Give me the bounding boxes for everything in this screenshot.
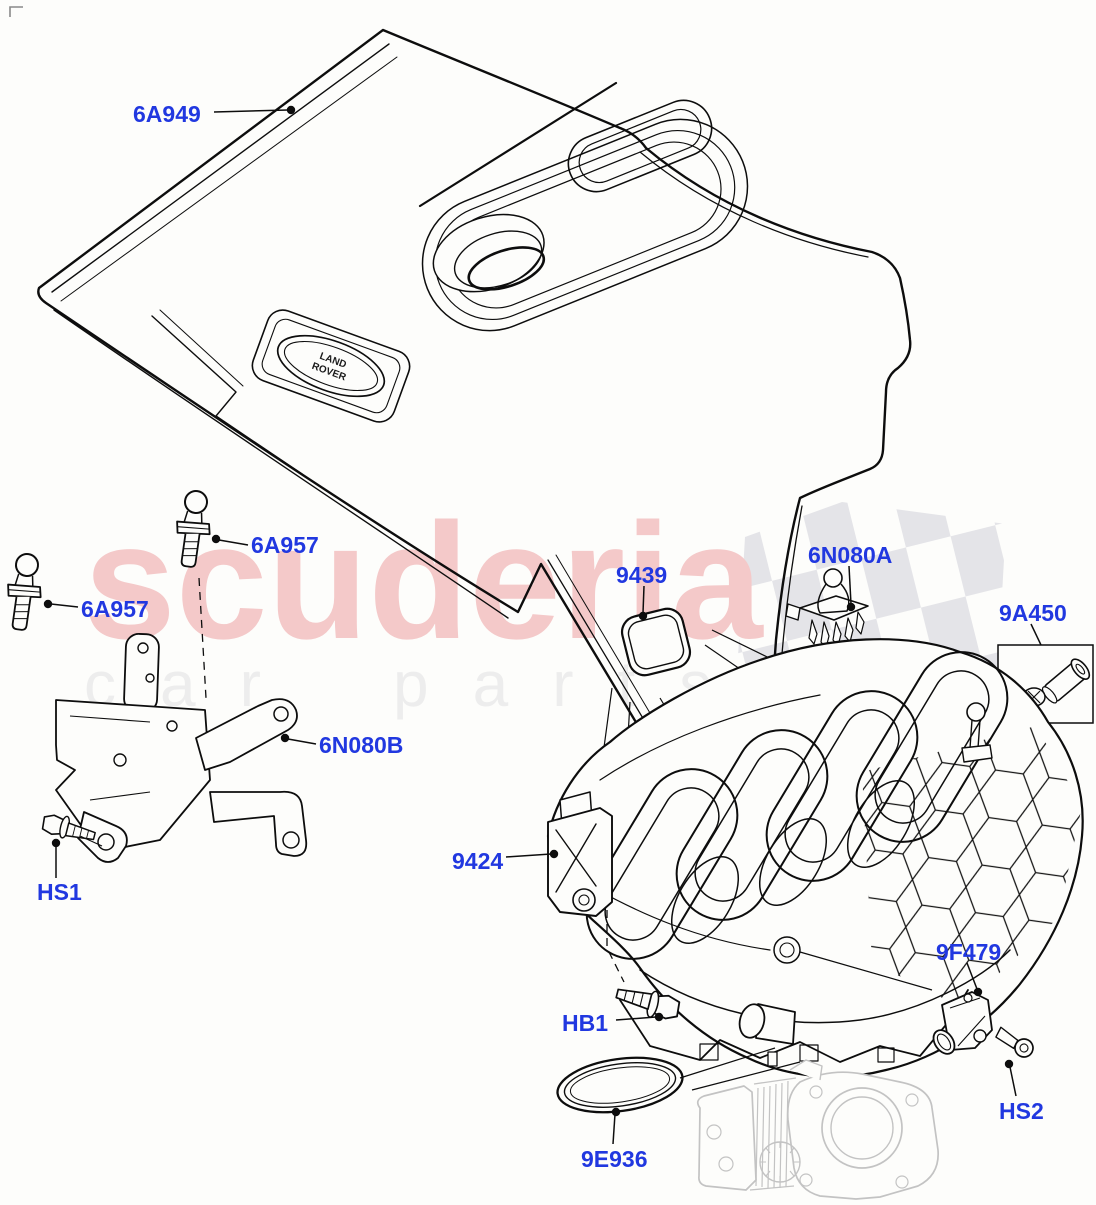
callout-6a957-left (43, 599, 79, 609)
callout-6a957-upper (211, 534, 249, 546)
callout-6n080b (280, 733, 317, 745)
intake-manifold-drawing (546, 638, 1084, 1078)
part-label-6a949[interactable]: 6A949 (133, 101, 201, 127)
callout-leaders (43, 105, 1042, 1145)
callout-9e936 (611, 1107, 621, 1145)
part-label-6a957-left[interactable]: 6A957 (81, 596, 149, 622)
throttle-body-ghost (696, 1059, 939, 1200)
engine-cover-drawing: LAND ROVER (37, 28, 912, 880)
callout-9f479 (966, 962, 983, 997)
callout-hs2 (1004, 1059, 1017, 1097)
callout-6n080a (846, 565, 856, 612)
callout-6a949 (213, 105, 296, 115)
hs2-screw-drawing (995, 1026, 1034, 1058)
part-label-9a450[interactable]: 9A450 (999, 600, 1067, 626)
hb1-dashed-line (606, 910, 625, 983)
part-label-6n080a[interactable]: 6N080A (808, 542, 893, 568)
callout-hb1 (615, 1012, 664, 1022)
land-rover-badge: LAND ROVER (251, 309, 411, 423)
part-label-9e936[interactable]: 9E936 (581, 1146, 648, 1172)
part-label-6a957-upper[interactable]: 6A957 (251, 532, 319, 558)
callout-9424 (505, 849, 559, 859)
part-label-hs2[interactable]: HS2 (999, 1098, 1044, 1124)
part-label-6n080b[interactable]: 6N080B (319, 732, 404, 758)
ball-stud-upper-drawing (176, 490, 211, 568)
stud-alignment-dashed-line (198, 577, 207, 699)
hs1-guide-line (79, 835, 103, 847)
callout-9439 (638, 585, 648, 621)
hb1-bolt-drawing (615, 988, 681, 1020)
oring-drawing (556, 1056, 684, 1114)
mounting-bracket-drawing (55, 633, 308, 863)
gasket-drawing (620, 607, 692, 677)
cover-bore-hole (432, 213, 546, 293)
callout-9a450 (1030, 623, 1042, 646)
oring-pointer-lines (679, 1047, 801, 1091)
part-label-9f479[interactable]: 9F479 (936, 939, 1002, 965)
part-label-hs1[interactable]: HS1 (37, 879, 82, 905)
ball-stud-left-drawing (7, 553, 42, 631)
sensor-pointer-line (799, 951, 933, 991)
map-sensor-drawing (932, 991, 993, 1055)
part-label-9424[interactable]: 9424 (452, 848, 504, 874)
hs1-bolt-drawing (41, 814, 96, 841)
part-label-9439[interactable]: 9439 (616, 562, 668, 588)
part-label-hb1[interactable]: HB1 (562, 1010, 609, 1036)
callout-hs1 (51, 838, 61, 878)
page-corner-mark (9, 6, 23, 17)
